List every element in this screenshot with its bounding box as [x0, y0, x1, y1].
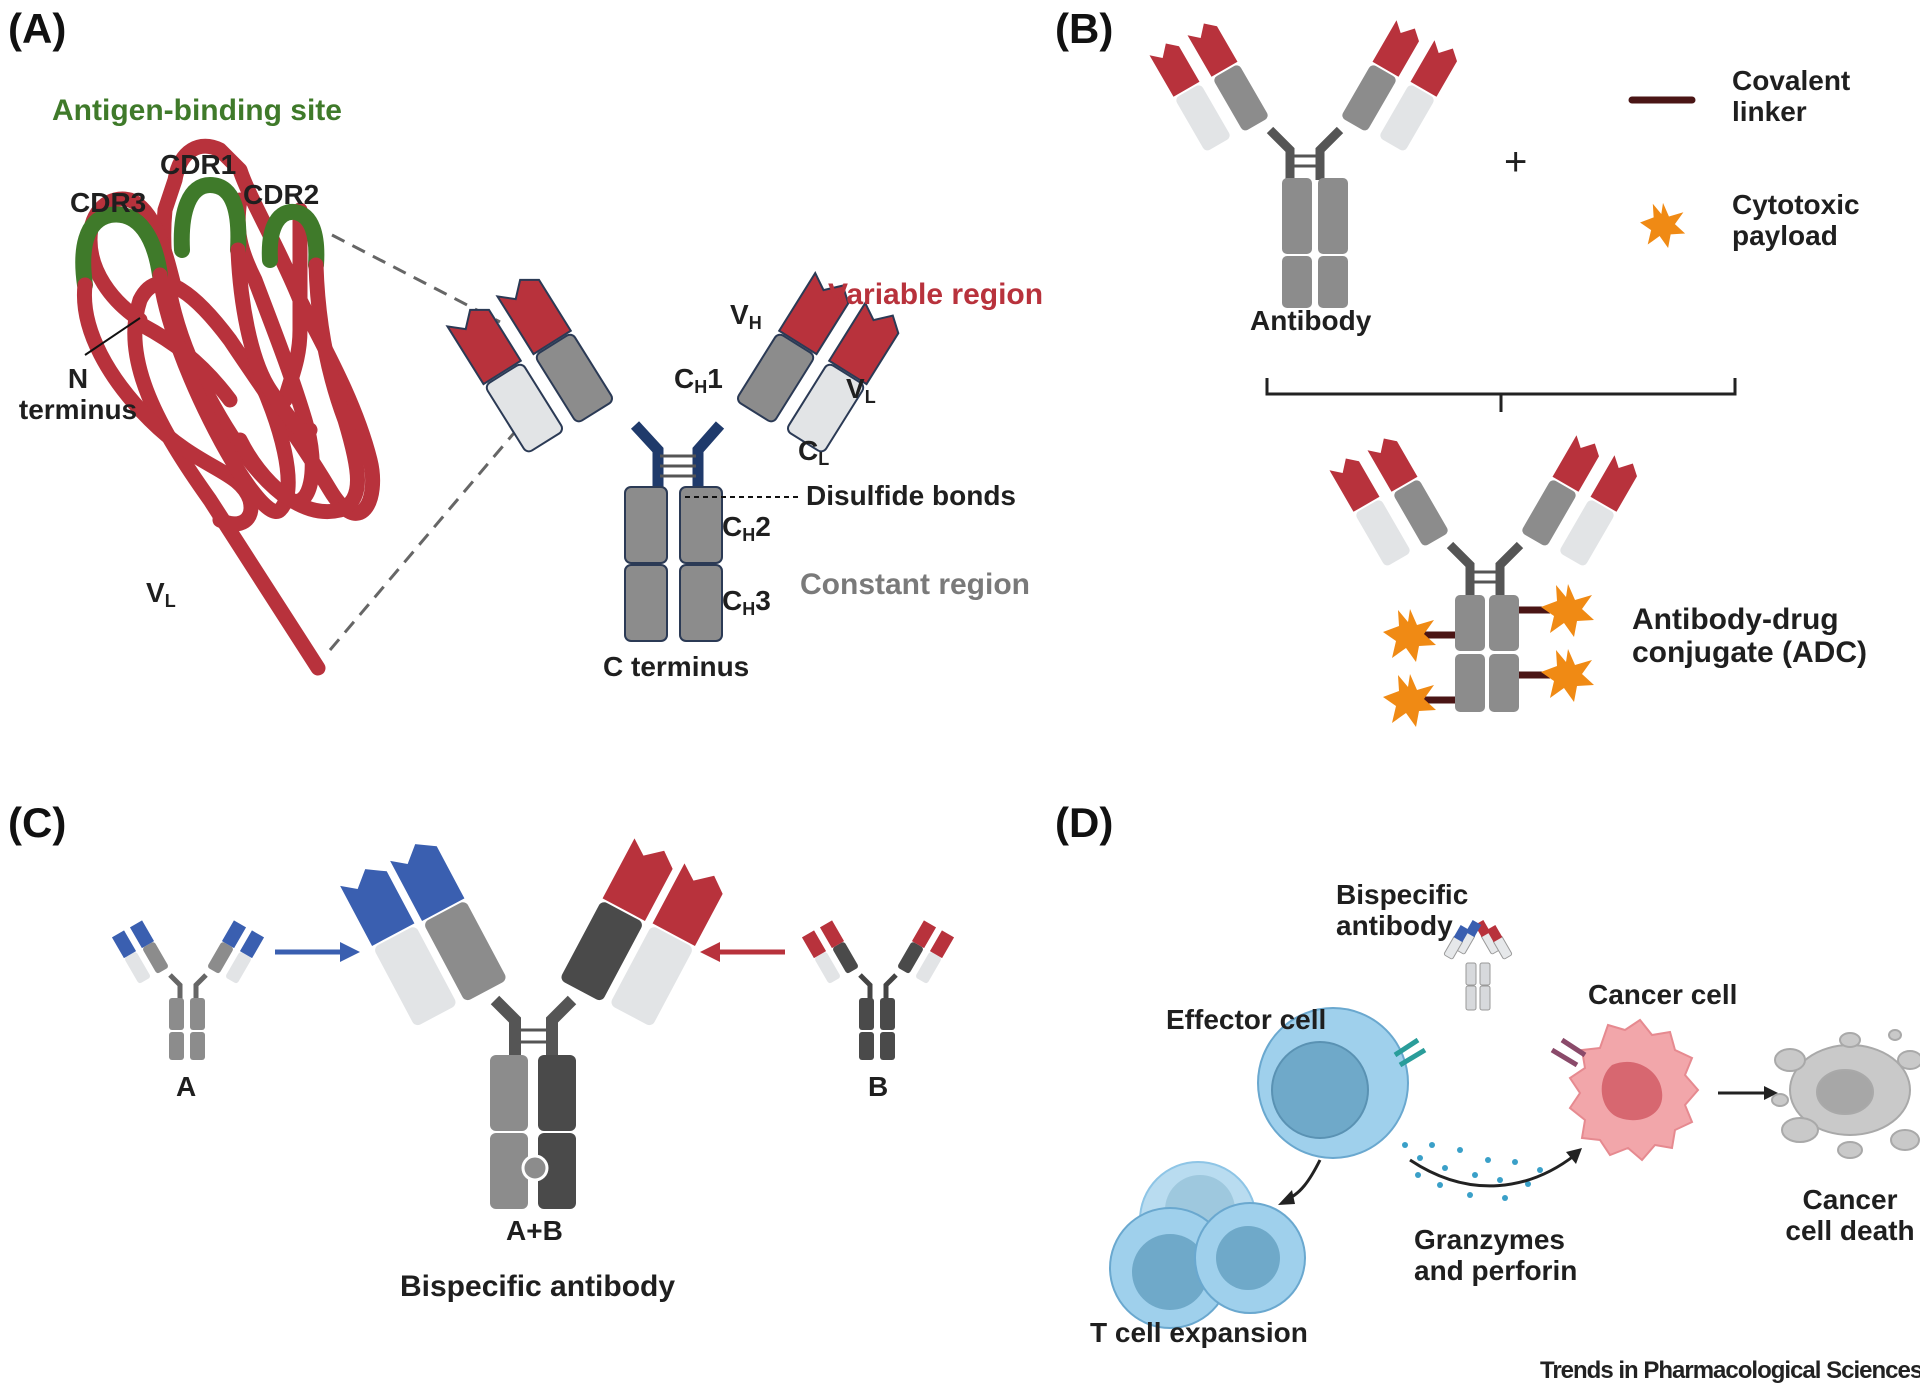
- ch1-sub: H: [694, 377, 708, 397]
- granzymes-label: Granzymes and perforin: [1414, 1224, 1578, 1287]
- vh-label: VH: [730, 299, 762, 333]
- label-a: A: [176, 1071, 197, 1102]
- panel-label-c: (C): [8, 799, 67, 846]
- panel-label-d: (D): [1055, 799, 1114, 846]
- antibody-b: [1149, 20, 1457, 308]
- adc-line2: conjugate (ADC): [1632, 636, 1867, 669]
- adc: [1329, 435, 1637, 727]
- ch2-label: CH2: [722, 511, 771, 545]
- panel-b: [1149, 20, 1737, 727]
- granzymes-line1: Granzymes: [1414, 1224, 1565, 1255]
- ch2-num: 2: [755, 511, 771, 542]
- variable-region-label: Variable region: [828, 278, 1044, 311]
- cancer-cell-label: Cancer cell: [1588, 979, 1738, 1010]
- ch1-main: C: [674, 363, 695, 394]
- granzymes-line2: and perforin: [1414, 1254, 1578, 1286]
- ch3-num: 3: [755, 585, 771, 616]
- vl2-main: V: [846, 373, 865, 404]
- cytotoxic-payload-label: Cytotoxic payload: [1732, 189, 1860, 252]
- bispecific-icon-d: [1443, 920, 1513, 1011]
- bispecific-d-line2: antibody: [1336, 909, 1453, 941]
- ch3-label: CH3: [722, 585, 771, 619]
- granzyme-dots: [1402, 1142, 1543, 1201]
- bispecific-antibody-label: Bispecific antibody: [400, 1270, 676, 1303]
- bispecific-antibody-d-label: Bispecific antibody: [1336, 879, 1469, 942]
- bispecific-d-line1: Bispecific: [1336, 879, 1469, 910]
- c-terminus-label: C terminus: [603, 651, 750, 682]
- vl-label-right: VL: [846, 373, 876, 407]
- adc-label: Antibody-drug conjugate (ADC): [1632, 603, 1867, 669]
- covalent-linker-line2: linker: [1732, 95, 1807, 127]
- panel-label-a: (A): [8, 5, 67, 52]
- effector-cell: [1257, 1007, 1427, 1159]
- cancer-cell: [1550, 1018, 1700, 1162]
- panel-a: [75, 138, 900, 676]
- ch3-main: C: [722, 585, 743, 616]
- label-ab: A+B: [506, 1215, 563, 1246]
- t-cell-cluster: [1109, 1161, 1306, 1329]
- payload-legend-swatch: [1640, 202, 1686, 248]
- plus-sign: +: [1504, 140, 1528, 184]
- cdr1-label: CDR1: [160, 149, 237, 180]
- antibody-b-small: [801, 920, 955, 1060]
- cancer-cell-death-line1: Cancer: [1802, 1184, 1898, 1215]
- constant-region-label: Constant region: [800, 568, 1030, 601]
- panel-c: [111, 838, 955, 1209]
- cytotoxic-payload-line2: payload: [1732, 219, 1838, 251]
- disulfide-bonds-label: Disulfide bonds: [806, 480, 1016, 511]
- vl-main: V: [146, 577, 165, 608]
- ch1-num: 1: [707, 363, 723, 394]
- ch2-main: C: [722, 511, 743, 542]
- cdr2-label: CDR2: [243, 179, 320, 210]
- cl-main: C: [798, 435, 819, 466]
- cdr3-label: CDR3: [70, 187, 147, 218]
- vl-sub: L: [164, 591, 176, 611]
- antigen-binding-site-label: Antigen-binding site: [52, 94, 342, 127]
- cell-death-fragments: [1771, 1029, 1920, 1159]
- ch1-label: CH1: [674, 363, 723, 397]
- ch2-sub: H: [742, 525, 756, 545]
- cl-label: CL: [798, 435, 830, 469]
- antibody-structure-a: [445, 271, 900, 642]
- label-b: B: [868, 1071, 889, 1102]
- ch3-sub: H: [742, 599, 756, 619]
- vh-sub: H: [748, 313, 762, 333]
- effector-cell-label: Effector cell: [1166, 1004, 1327, 1035]
- cytotoxic-payload-line1: Cytotoxic: [1732, 189, 1860, 220]
- bispecific-antibody-big: [340, 838, 723, 1209]
- cancer-cell-death-line2: cell death: [1785, 1214, 1915, 1246]
- cancer-cell-death-label: Cancer cell death: [1780, 1184, 1920, 1247]
- covalent-linker-label: Covalent linker: [1732, 65, 1851, 128]
- n-terminus-line2: terminus: [18, 393, 138, 425]
- journal-footer: Trends in Pharmacological Sciences: [1540, 1357, 1920, 1384]
- n-terminus-label: N terminus: [18, 363, 138, 426]
- antibody-a-small: [111, 920, 265, 1060]
- vl-label-a: VL: [146, 577, 176, 611]
- cl-sub: L: [818, 449, 830, 469]
- vh-main: V: [730, 299, 749, 330]
- antibody-label: Antibody: [1250, 305, 1372, 336]
- n-terminus-line1: N: [67, 363, 89, 394]
- panel-d: [1109, 920, 1920, 1329]
- vl-ribbon: [75, 138, 381, 676]
- vl2-sub: L: [864, 387, 876, 407]
- panel-label-b: (B): [1055, 5, 1114, 52]
- t-cell-expansion-label: T cell expansion: [1090, 1317, 1308, 1348]
- adc-line1: Antibody-drug: [1632, 603, 1839, 636]
- covalent-linker-line1: Covalent: [1732, 65, 1851, 96]
